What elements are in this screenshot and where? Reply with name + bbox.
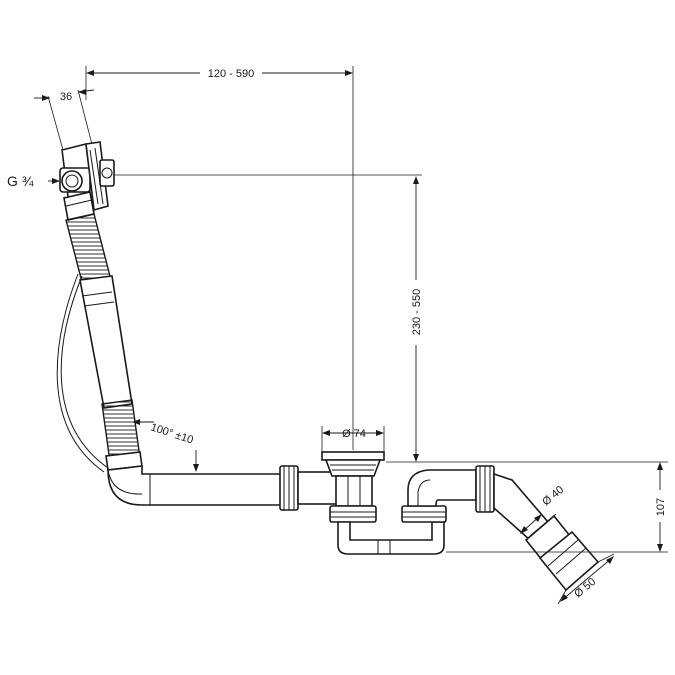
overflow-offset-label: 36	[60, 91, 72, 103]
outlet-pipe	[493, 472, 600, 592]
dimension-drain-diameter: Ø 74	[321, 426, 385, 452]
vertical-drop-label: 230 - 550	[411, 289, 423, 335]
trap-height-label: 107	[655, 498, 667, 516]
horizontal-reach-label: 120 - 590	[208, 68, 254, 80]
overflow-hose	[65, 213, 143, 471]
dimension-vertical-drop: 230 - 550	[114, 174, 423, 462]
angle-label: 100° ±10	[149, 421, 195, 446]
dimension-trap-height: 107	[386, 461, 668, 553]
dimension-horizontal-reach: 120 - 590	[85, 66, 354, 450]
connecting-pipe	[107, 465, 343, 511]
dimension-connection-thread: G ¾	[7, 173, 60, 189]
u-trap	[337, 465, 495, 555]
overflow-head	[59, 141, 115, 221]
connection-thread-label: G ¾	[7, 173, 34, 189]
bowden-cable	[56, 273, 109, 473]
drain-body	[321, 451, 385, 523]
outlet-inner-diameter-label: Ø 40	[540, 484, 566, 509]
drain-diameter-label: Ø 74	[342, 428, 366, 440]
